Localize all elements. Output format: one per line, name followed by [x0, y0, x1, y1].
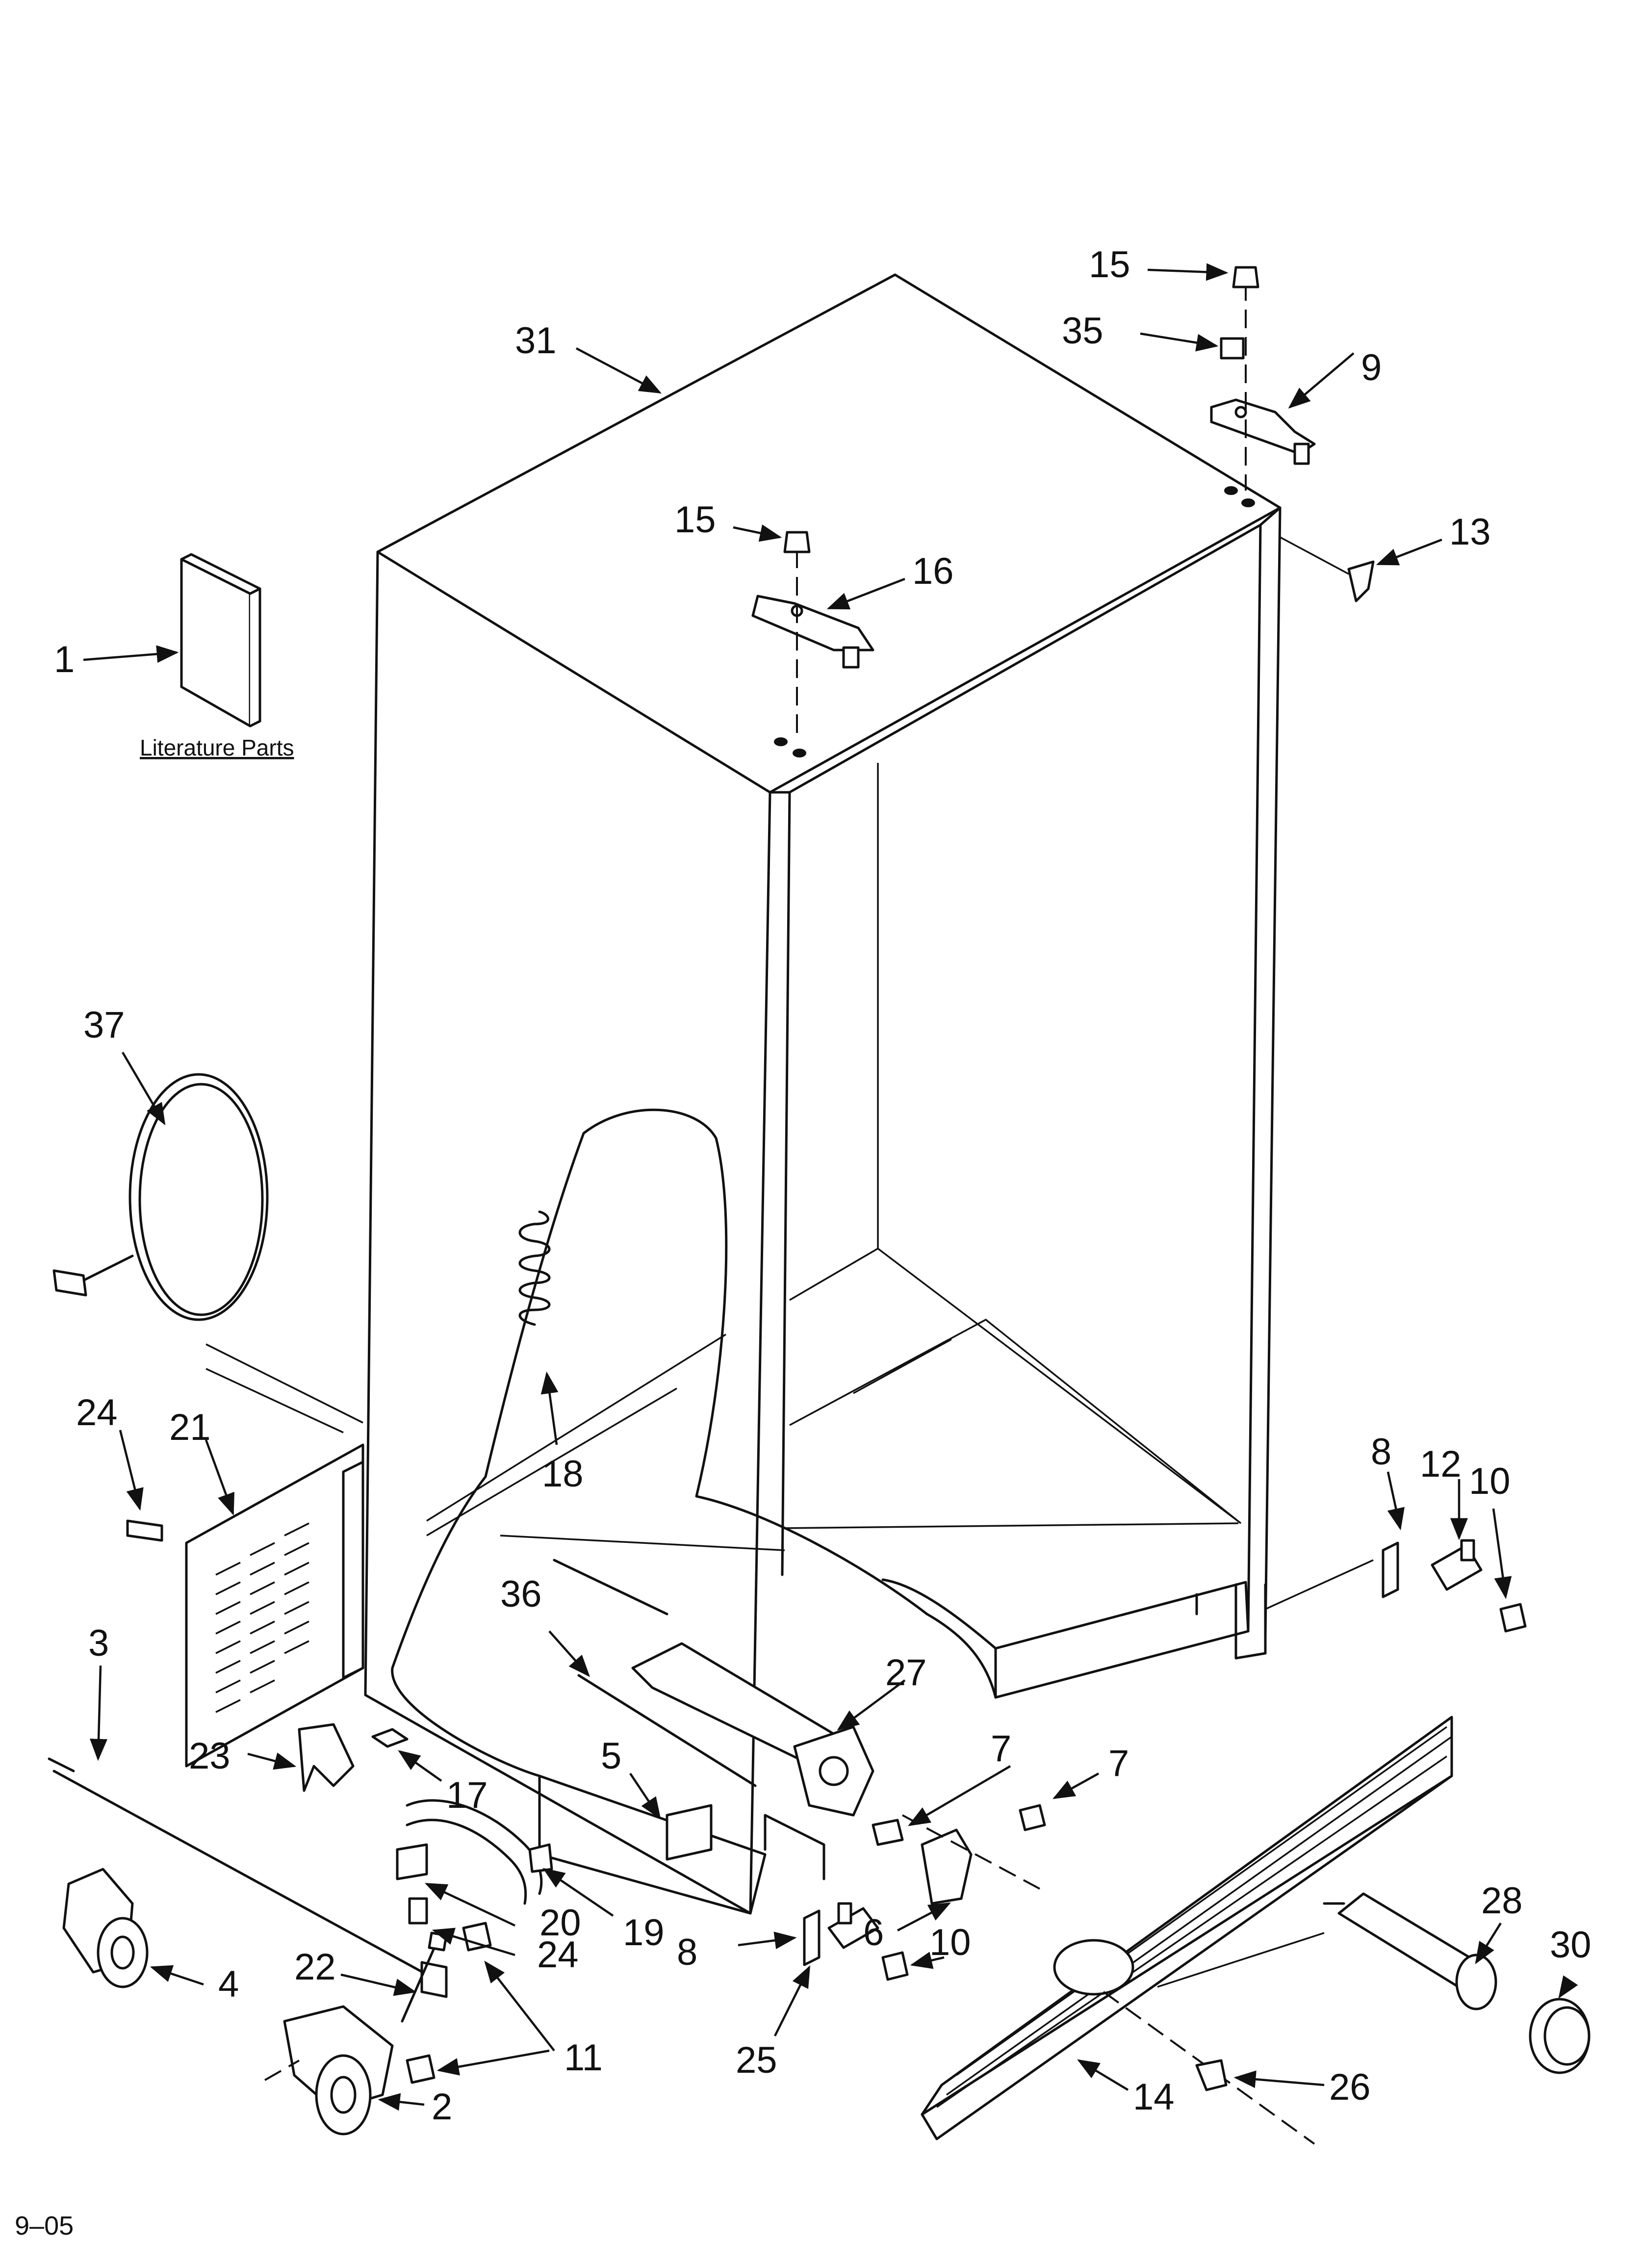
callout-16: 16 — [912, 550, 954, 592]
callout-25: 25 — [736, 2039, 777, 2081]
water-filter — [1195, 1892, 1591, 2091]
callout-14: 14 — [1133, 2076, 1175, 2118]
leveling-rod — [48, 1757, 448, 1998]
callout-numbers: 15 35 9 31 15 16 13 1 37 18 24 21 8 12 1… — [15, 244, 1591, 2241]
callout-21: 21 — [169, 1407, 211, 1448]
callout-26: 26 — [1329, 2066, 1371, 2108]
callout-36: 36 — [500, 1573, 542, 1615]
callout-10-lower: 10 — [929, 1922, 971, 1963]
callout-31: 31 — [515, 320, 557, 362]
revision-code: 9–05 — [15, 2211, 74, 2241]
callout-3: 3 — [88, 1622, 109, 1664]
center-hinge — [751, 531, 874, 736]
callout-7-right: 7 — [1108, 1743, 1129, 1784]
callout-8-lower: 8 — [677, 1931, 697, 1973]
callout-2: 2 — [432, 2086, 452, 2128]
callout-5: 5 — [601, 1735, 621, 1777]
spring — [518, 1210, 551, 1326]
callout-15-center: 15 — [674, 499, 716, 541]
callout-30: 30 — [1550, 1924, 1591, 1966]
callout-24-lower: 24 — [537, 1934, 579, 1976]
callout-4: 4 — [218, 1963, 239, 2005]
callout-13: 13 — [1449, 511, 1491, 553]
callout-11: 11 — [564, 2037, 603, 2079]
clip — [1347, 560, 1375, 602]
callout-24-left: 24 — [76, 1392, 118, 1434]
callout-10-right: 10 — [1469, 1460, 1511, 1502]
callout-35: 35 — [1062, 310, 1103, 352]
base-grille — [921, 1716, 1453, 2145]
rear-grille — [126, 1443, 364, 1768]
callout-23: 23 — [189, 1735, 231, 1777]
callout-18: 18 — [542, 1453, 584, 1495]
callout-22: 22 — [294, 1946, 336, 1988]
callout-8-right: 8 — [1371, 1431, 1391, 1473]
callout-28: 28 — [1481, 1880, 1523, 1922]
bracket — [298, 1723, 355, 1792]
literature-parts-label: Literature Parts — [140, 735, 294, 760]
literature-booklet — [180, 553, 261, 728]
right-lower-hinge — [1265, 1539, 1527, 1633]
lower-hinge — [803, 1902, 909, 1981]
top-right-hinge — [1210, 266, 1316, 491]
water-line-coil — [52, 1073, 269, 1321]
toe-grille-bracket — [872, 1804, 1046, 1905]
callout-7-left: 7 — [991, 1728, 1011, 1770]
callout-17: 17 — [446, 1774, 488, 1816]
callout-20: 20 — [539, 1902, 581, 1944]
callout-27: 27 — [885, 1652, 927, 1694]
callout-6: 6 — [863, 1912, 884, 1954]
callout-arrows — [83, 263, 1578, 2111]
front-roller — [264, 1922, 492, 2136]
cabinet — [205, 273, 1282, 1915]
callout-12: 12 — [1420, 1443, 1462, 1485]
callout-15-top: 15 — [1089, 244, 1130, 286]
callout-9: 9 — [1361, 347, 1382, 389]
callout-1: 1 — [54, 639, 75, 680]
callout-19: 19 — [623, 1912, 665, 1954]
screw — [371, 1728, 409, 1748]
drain-tube — [396, 1799, 553, 1925]
rear-roller — [62, 1868, 149, 1988]
callout-37: 37 — [83, 1004, 125, 1046]
water-valve — [631, 1642, 874, 1861]
mounting-holes — [774, 486, 1255, 757]
